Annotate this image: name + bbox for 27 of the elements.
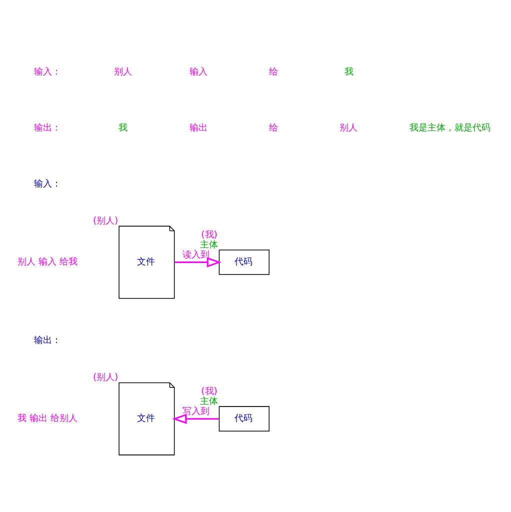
label: 我是主体，就是代码 [410,122,491,133]
label: 别人 [114,66,132,77]
node-label: (别人) [92,215,118,226]
label: 别人 [340,122,358,133]
label: 我 [118,122,128,133]
label: 输入： [34,178,62,189]
node-label: (我) [201,228,218,240]
node-label: (别人) [92,372,118,383]
edge-label: 读入到 [182,248,210,260]
label: 别人 输入 给我 [18,256,78,268]
node-box: 代码 [218,249,270,274]
label: 我 [344,66,354,77]
edge-label: 写入到 [182,405,210,416]
label: 输出： [34,334,62,346]
node-label: (我) [201,385,218,396]
label: 输入 [189,66,208,77]
label: 我 输出 给别人 [18,412,78,424]
node-label: 主体 [200,238,218,250]
node-label: 主体 [200,395,218,406]
node-box: 代码 [218,406,270,432]
label: 给 [269,122,278,133]
arrow [174,256,222,267]
label: 给 [269,66,278,77]
arrow [172,413,220,424]
label: 输出 [189,122,208,133]
label: 输出： [34,122,62,133]
label: 输入： [34,66,62,77]
